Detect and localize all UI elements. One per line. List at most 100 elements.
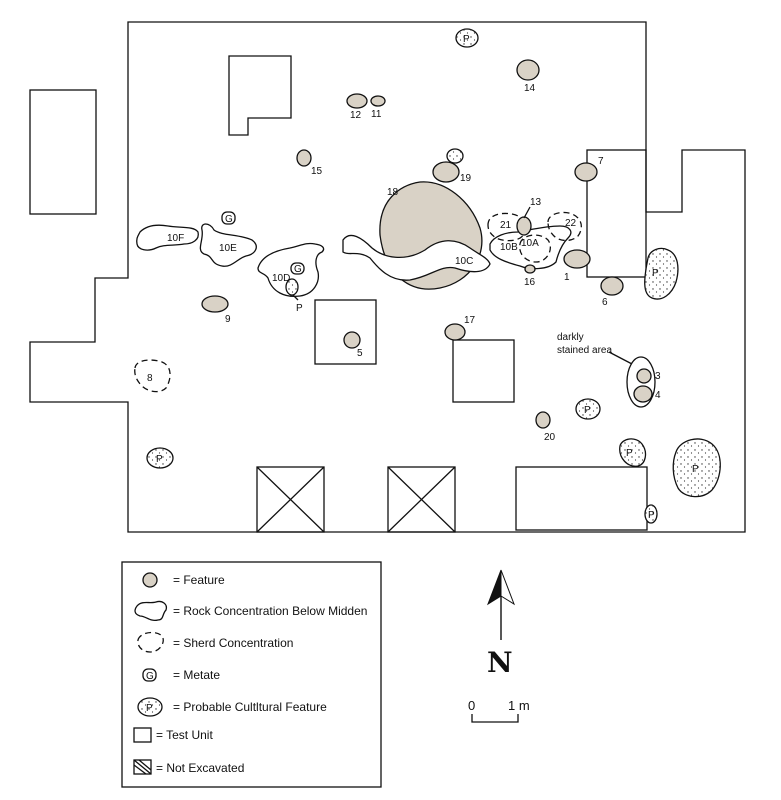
test-unit-center [314,299,377,365]
feature-label-11: 11 [371,109,382,120]
stained-area-leader [608,351,633,365]
legend-feature-label: = Feature [173,573,225,587]
stained-area-annotation: darkly stained area [557,332,612,356]
metate-marker: G [146,671,154,682]
probable-marker: P [652,268,659,279]
feature-3-shape [636,368,652,384]
feature-9-shape [201,295,229,313]
legend-rock: = Rock Concentration Below Midden [134,600,367,622]
probable-feature-southeast-small [575,398,601,420]
rock-label-10a: 10A [521,238,539,249]
feature-17-shape [444,323,466,341]
legend-test-unit: = Test Unit [133,727,213,743]
probable-feature-south-mid [619,438,647,467]
legend-feature: = Feature [142,572,225,588]
feature-label-15: 15 [311,166,323,177]
probable-10d-leader [292,294,299,301]
feature-15-shape [296,149,312,167]
feature-13-leader [523,206,531,219]
feature-label-3: 3 [655,371,661,382]
probable-marker: P [626,448,633,459]
feature-label-18: 18 [387,187,399,198]
feature-label-16: 16 [524,277,536,288]
feature-label-17: 17 [464,315,476,326]
feature-11-shape [370,95,386,107]
rock-10c-shape [342,234,491,281]
sherd-label-21: 21 [500,220,512,231]
feature-label-6: 6 [602,297,608,308]
probable-feature-10d [285,278,299,296]
feature-19-shape [432,161,460,183]
sherd-22-shape [547,211,583,242]
sherd-21-shape [487,212,527,242]
probable-feature-southeast-large [672,438,721,498]
rock-10e-shape [199,223,257,267]
feature-1-shape [563,249,591,269]
metate-marker: G [294,264,302,275]
sherd-label-8: 8 [147,373,153,384]
legend-sherd: = Sherd Concentration [137,631,293,653]
probable-marker: P [156,454,163,465]
feature-20-shape [535,411,551,429]
feature-7-shape [574,162,598,182]
legend-test-unit-label: = Test Unit [156,728,213,742]
legend-metate-label: = Metate [173,668,220,682]
legend-probable-label: = Probable Cultltural Feature [173,700,327,714]
north-arrow: N [487,569,515,679]
feature-6-shape [600,276,624,296]
probable-feature-southwest [146,447,174,469]
not-excavated-unit-1 [256,466,325,533]
legend-sherd-label: = Sherd Concentration [173,636,293,650]
scale-zero-label: 0 [468,698,475,713]
test-unit-l-shape [228,55,292,136]
feature-12-shape [346,93,368,109]
probable-feature-east [644,247,679,300]
metate-west: G [221,211,236,225]
test-unit-southeast [515,466,648,531]
probable-feature-north [455,28,479,48]
feature-13-shape [516,216,532,236]
legend-not-excavated-label: = Not Excavated [156,761,244,775]
feature-label-5: 5 [357,348,363,359]
stained-area-annotation-line-2: stained area [557,345,612,356]
rock-10f-shape [136,224,199,251]
metate-10d: G [290,262,305,275]
sherd-8-shape [134,359,171,393]
feature-label-1: 1 [564,272,570,283]
metate-marker: G [225,214,233,225]
probable-marker: P [296,303,303,314]
feature-16-shape [524,264,536,274]
darkly-stained-area-shape [626,356,656,408]
probable-marker: P [648,510,655,521]
scale-one-label: 1 m [508,698,530,713]
legend-metate: G = Metate [142,668,220,682]
probable-marker: P [463,34,470,45]
probable-marker: P [146,703,153,714]
legend-rock-label: = Rock Concentration Below Midden [173,604,367,618]
feature-label-13: 13 [530,197,542,208]
probable-marker: P [692,464,699,475]
feature-4-shape [633,385,653,403]
rock-label-10c: 10C [455,256,473,267]
test-unit-west [29,89,97,215]
scale-bar: 0 1 m [468,698,530,723]
feature-label-7: 7 [598,156,604,167]
probable-feature-corner [644,504,658,524]
stained-area-annotation-line-1: darkly [557,332,584,343]
rock-label-10e: 10E [219,243,237,254]
feature-5-shape [343,331,361,349]
north-label: N [487,646,513,679]
feature-label-14: 14 [524,83,536,94]
test-unit-east [586,149,647,278]
legend-box [121,561,382,788]
site-boundary [29,21,746,533]
legend-probable: P = Probable Cultltural Feature [137,697,327,717]
not-excavated-unit-2 [387,466,456,533]
feature-label-12: 12 [350,110,362,121]
probable-marker: P [584,405,591,416]
rock-label-10f: 10F [167,233,184,244]
sherd-10a-shape [519,234,551,263]
feature-14-shape [516,59,540,81]
probable-feature-19 [446,148,464,164]
